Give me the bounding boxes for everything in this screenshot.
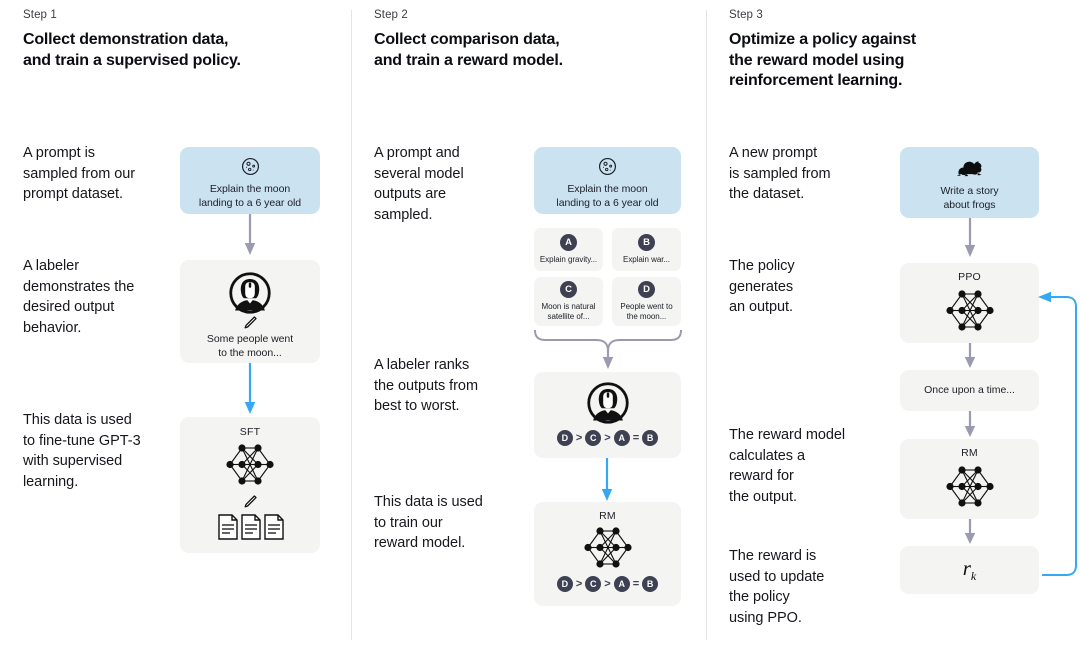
step-1-prompt-text: Explain the moon landing to a 6 year old	[198, 183, 302, 209]
step-1-prompt-card[interactable]: Explain the moon landing to a 6 year old	[180, 147, 320, 214]
column-divider-2	[706, 10, 707, 640]
labeler-icon	[229, 272, 271, 314]
rank-badge-2: C	[585, 430, 602, 446]
step-2-output-c-text: Moon is natural satellite of...	[541, 302, 596, 321]
step-1-caption-3: This data is used to fine-tune GPT-3 wit…	[23, 412, 141, 490]
arrow-down-grey	[963, 343, 977, 369]
step-1-column: Step 1 Collect demonstration data, and t…	[0, 0, 351, 657]
badge-b: B	[638, 234, 655, 251]
step-2-output-d[interactable]: D People went to the moon...	[612, 277, 681, 326]
step-1-title: Collect demonstration data, and train a …	[23, 31, 241, 69]
arrow-down-blue	[243, 363, 257, 415]
step-2-output-d-text: People went to the moon...	[620, 302, 673, 321]
rank-badge-4: B	[642, 576, 659, 592]
step-2-ranking-card[interactable]: D > C > A = B	[534, 372, 681, 458]
step-2-rm-caption: RM	[599, 510, 616, 522]
neural-network-icon	[941, 464, 999, 509]
frog-icon	[956, 158, 984, 177]
step-2-prompt-text: Explain the moon landing to a 6 year old	[556, 183, 659, 209]
neural-network-icon	[579, 525, 637, 570]
step-1-caption-2: A labeler demonstrates the desired outpu…	[23, 258, 135, 336]
step-3-rm-caption: RM	[961, 447, 978, 459]
step-3-rm-card[interactable]: RM	[900, 439, 1039, 519]
rank-op-2: >	[604, 577, 611, 590]
rank-badge-4: B	[642, 430, 659, 446]
step-2-label: Step 2	[374, 9, 408, 21]
step-2-output-a[interactable]: A Explain gravity...	[534, 228, 603, 271]
pencil-icon	[242, 315, 258, 331]
step-2-output-b-text: Explain war...	[623, 255, 670, 264]
step-3-prompt-text: Write a story about frogs	[940, 185, 999, 211]
step-2-caption-1: A prompt and several model outputs are s…	[374, 145, 464, 223]
badge-d: D	[638, 281, 655, 298]
step-3-ppo-card[interactable]: PPO	[900, 263, 1039, 343]
step-2-output-a-text: Explain gravity...	[539, 255, 598, 264]
step-3-caption-3: The reward model calculates a reward for…	[729, 427, 846, 505]
rank-badge-3: A	[613, 430, 630, 446]
rank-badge-1: D	[556, 576, 573, 592]
step-2-column: Step 2 Collect comparison data, and trai…	[351, 0, 706, 657]
step-1-labeler-card[interactable]: Some people went to the moon...	[180, 260, 320, 363]
reward-symbol-subscript: k	[970, 569, 977, 584]
step-3-ppo-caption: PPO	[958, 271, 981, 283]
feedback-loop-arrow	[1028, 290, 1080, 585]
step-1-caption-1: A prompt is sampled from our prompt data…	[23, 145, 136, 202]
step-2-output-b[interactable]: B Explain war...	[612, 228, 681, 271]
step-2-rm-card[interactable]: RM D	[534, 502, 681, 606]
step-2-output-c[interactable]: C Moon is natural satellite of...	[534, 277, 603, 326]
step-3-caption-1: A new prompt is sampled from the dataset…	[729, 145, 831, 202]
moon-icon	[241, 157, 260, 176]
moon-icon	[598, 157, 617, 176]
labeler-icon	[586, 382, 629, 424]
step-2-ranking-row: D > C > A = B	[556, 430, 659, 446]
rank-op-3: =	[632, 577, 640, 590]
step-3-prompt-card[interactable]: Write a story about frogs	[900, 147, 1039, 218]
step-3-reward-card[interactable]: rk	[900, 546, 1039, 594]
badge-c: C	[560, 281, 577, 298]
step-1-label: Step 1	[23, 9, 57, 21]
step-3-output-text: Once upon a time...	[924, 383, 1015, 396]
arrow-down-blue	[600, 458, 614, 502]
pencil-icon	[242, 494, 258, 510]
step-3-title: Optimize a policy against the reward mod…	[729, 31, 917, 89]
arrow-down-grey	[963, 411, 977, 438]
documents-icon	[218, 514, 284, 540]
step-3-column: Step 3 Optimize a policy against the rew…	[706, 0, 1080, 657]
arrow-down-grey	[243, 214, 257, 256]
rank-op-1: >	[575, 577, 583, 590]
step-2-prompt-card[interactable]: Explain the moon landing to a 6 year old	[534, 147, 681, 214]
step-1-sft-card[interactable]: SFT	[180, 417, 320, 553]
badge-a: A	[560, 234, 577, 251]
step-2-title: Collect comparison data, and train a rew…	[374, 31, 563, 69]
step-1-demo-text: Some people went to the moon...	[206, 333, 294, 359]
reward-symbol: rk	[963, 556, 977, 584]
column-divider-1	[351, 10, 352, 640]
step-3-output-card[interactable]: Once upon a time...	[900, 370, 1039, 411]
step-3-label: Step 3	[729, 9, 763, 21]
step-2-caption-3: This data is used to train our reward mo…	[374, 494, 483, 551]
neural-network-icon	[941, 288, 999, 333]
rank-op-1: >	[575, 431, 583, 444]
step-2-caption-2: A labeler ranks the outputs from best to…	[374, 357, 478, 414]
reward-symbol-base: r	[962, 555, 971, 580]
rank-badge-2: C	[585, 576, 602, 592]
brace-merge-arrow	[532, 328, 684, 370]
step-1-sft-caption: SFT	[239, 426, 261, 438]
neural-network-icon	[221, 442, 279, 487]
rank-badge-1: D	[556, 430, 573, 446]
arrow-down-grey	[963, 519, 977, 545]
rank-badge-3: A	[613, 576, 630, 592]
step-2-rm-ranking-row: D > C > A = B	[556, 576, 659, 592]
rank-op-2: >	[604, 431, 611, 444]
arrow-down-grey	[963, 218, 977, 258]
step-3-caption-2: The policy generates an output.	[729, 258, 795, 315]
rank-op-3: =	[632, 431, 640, 444]
step-3-caption-4: The reward is used to update the policy …	[729, 548, 825, 626]
